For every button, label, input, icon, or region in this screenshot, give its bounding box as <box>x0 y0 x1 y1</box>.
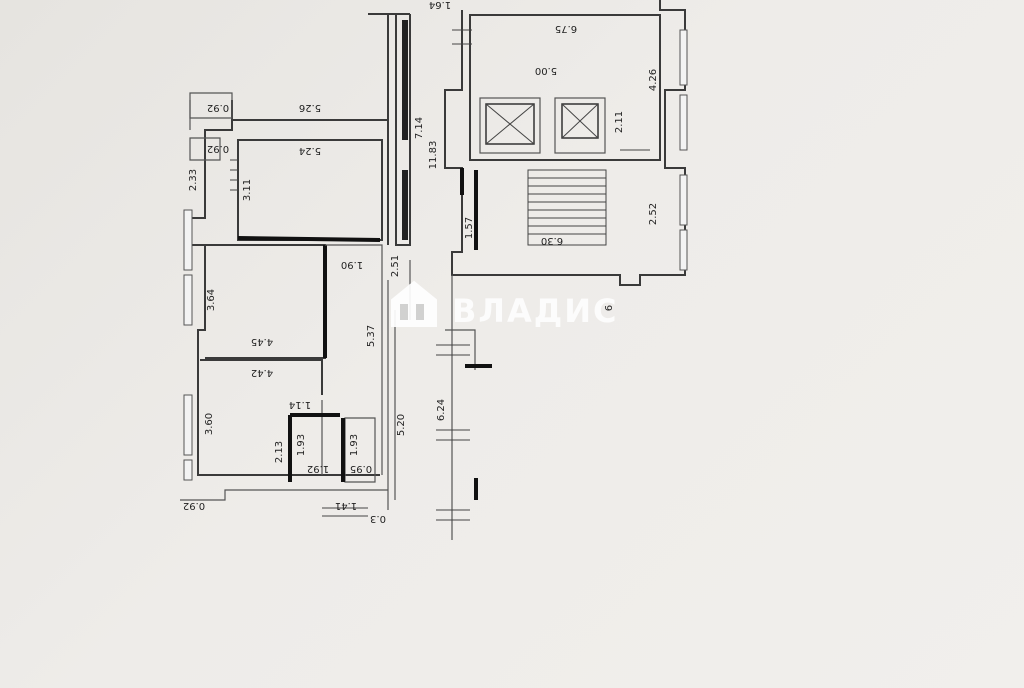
watermark-logo-icon <box>391 280 437 327</box>
bathrooms <box>288 413 376 483</box>
dim-1-57: 1.57 <box>464 217 475 239</box>
dim-0-95: 0.95 <box>350 463 372 474</box>
dim-4-42: 4.42 <box>251 367 273 378</box>
dim-5-24: 5.24 <box>299 145 321 156</box>
dim-1-90: 1.90 <box>341 259 363 270</box>
dim-4-45: 4.45 <box>251 336 273 347</box>
dim-11-83: 11.83 <box>428 141 439 170</box>
dim-6-75: 6.75 <box>555 23 577 34</box>
room-middle <box>205 244 383 475</box>
watermark: ВЛАДИС <box>391 280 619 330</box>
dim-0-92-bot: 0.92 <box>183 500 205 511</box>
dim-2-33: 2.33 <box>188 169 199 191</box>
watermark-brand: ВЛАДИС <box>452 292 619 330</box>
dim-5-00: 5.00 <box>535 65 557 76</box>
dimension-ticks <box>230 29 650 521</box>
left-windows <box>183 209 193 481</box>
dim-2-52: 2.52 <box>648 203 659 225</box>
dim-2-13: 2.13 <box>274 441 285 463</box>
dim-0-3: 0.3 <box>370 513 386 524</box>
room-top <box>237 139 383 242</box>
dimension-labels: 0.92 5.26 5.24 0.92 2.33 3.11 7.14 11.83… <box>183 0 659 524</box>
dim-5-26: 5.26 <box>299 102 321 113</box>
dim-4-26: 4.26 <box>648 69 659 91</box>
room-bottom <box>200 359 323 475</box>
dim-1-64: 1.64 <box>429 0 451 10</box>
stairwell-block <box>444 0 686 540</box>
dim-0-92-top: 0.92 <box>207 102 229 113</box>
dim-6: 6 <box>604 305 615 311</box>
dim-0-92-mid: 0.92 <box>207 143 229 154</box>
dim-2-11: 2.11 <box>614 111 625 133</box>
dim-3-11: 3.11 <box>242 179 253 201</box>
right-windows <box>679 29 688 271</box>
dim-3-60: 3.60 <box>204 413 215 435</box>
stair-steps <box>527 169 607 246</box>
dim-2-51: 2.51 <box>390 255 401 277</box>
dim-7-14: 7.14 <box>414 117 425 139</box>
dim-1-93-b: 1.93 <box>349 434 360 456</box>
dim-1-93-a: 1.93 <box>296 434 307 456</box>
dim-6-24: 6.24 <box>436 399 447 421</box>
dim-1-41: 1.41 <box>335 500 357 511</box>
dim-5-20: 5.20 <box>396 414 407 436</box>
dim-1-14: 1.14 <box>289 399 311 410</box>
dim-5-37: 5.37 <box>366 325 377 347</box>
dim-6-30: 6.30 <box>541 235 563 246</box>
dim-3-64: 3.64 <box>206 289 217 311</box>
dim-1-92: 1.92 <box>307 463 329 474</box>
